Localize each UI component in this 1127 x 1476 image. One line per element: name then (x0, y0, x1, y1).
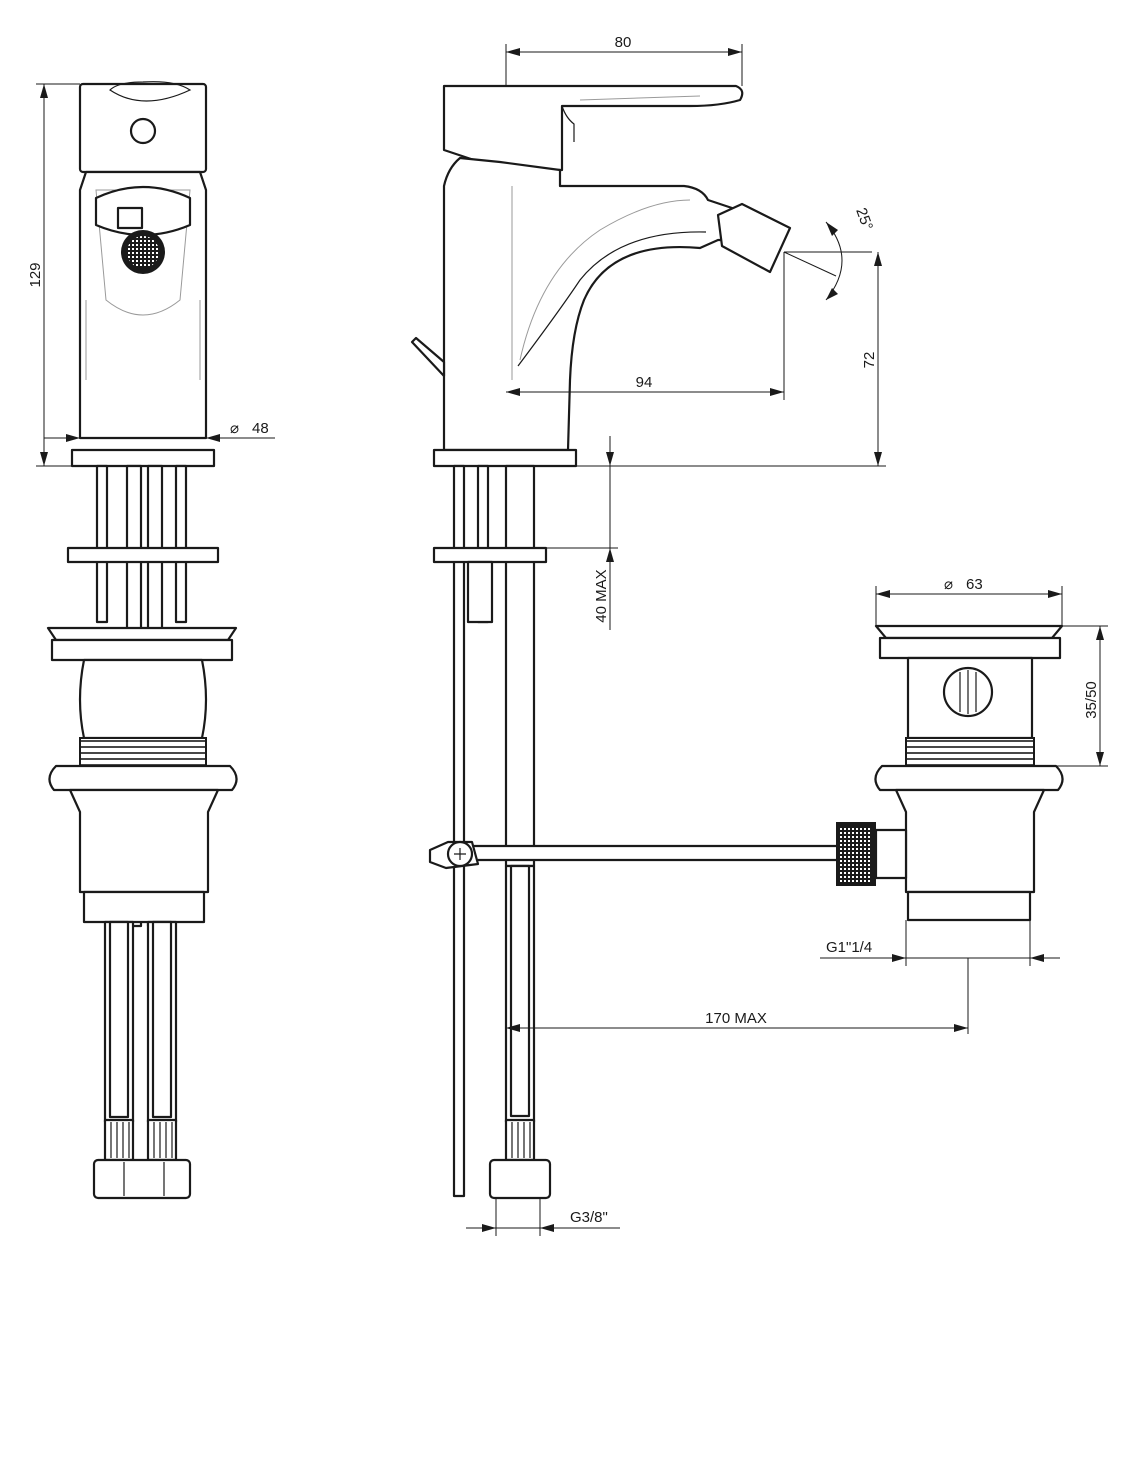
bidet-nozzle (716, 202, 792, 274)
waste-rod (470, 844, 840, 862)
front-hose-nuts (92, 1158, 192, 1200)
front-waste-flange (50, 638, 234, 662)
side-base-plate (432, 448, 578, 468)
front-base-plate (70, 448, 216, 468)
front-waste-thread (79, 737, 207, 767)
front-view: 129 ⌀ 48 (27, 81, 275, 1200)
dim-hose-thread: G3/8" (570, 1209, 608, 1226)
lever-grip-icon (109, 81, 192, 102)
side-hose-nut (488, 1158, 552, 1200)
waste-flange (878, 636, 1062, 660)
dim-waste-thread: G1"1/4 (826, 939, 872, 956)
dim-body-height: 129 (27, 262, 44, 287)
dim-spout-reach: 94 (636, 374, 653, 391)
dim-rod-distance: 170 MAX (705, 1010, 767, 1027)
dim-base-diameter: 48 (252, 420, 269, 437)
dim-waste-diameter-symbol: ⌀ (944, 576, 953, 593)
side-body (442, 156, 736, 452)
waste-view: ⌀ 63 35/50 G1"1/4 170 MAX (506, 576, 1108, 1034)
dim-spout-angle: 25° (852, 206, 876, 233)
dim-waste-diameter: 63 (966, 576, 983, 593)
dim-spout-reach-top: 80 (615, 34, 632, 51)
waste-body (894, 788, 1046, 894)
dim-waste-height: 35/50 (1083, 681, 1100, 719)
dim-deck-thickness: 40 MAX (593, 569, 610, 622)
side-view: 80 25° 72 94 40 MAX G3/8" (410, 34, 886, 1236)
front-clamp (66, 546, 220, 564)
dim-spout-height: 72 (861, 352, 878, 369)
dim-base-diameter-symbol: ⌀ (230, 420, 239, 437)
waste-thread (905, 737, 1035, 767)
side-clamp (432, 546, 548, 564)
side-lever (442, 84, 744, 172)
lever-hole (129, 117, 157, 145)
